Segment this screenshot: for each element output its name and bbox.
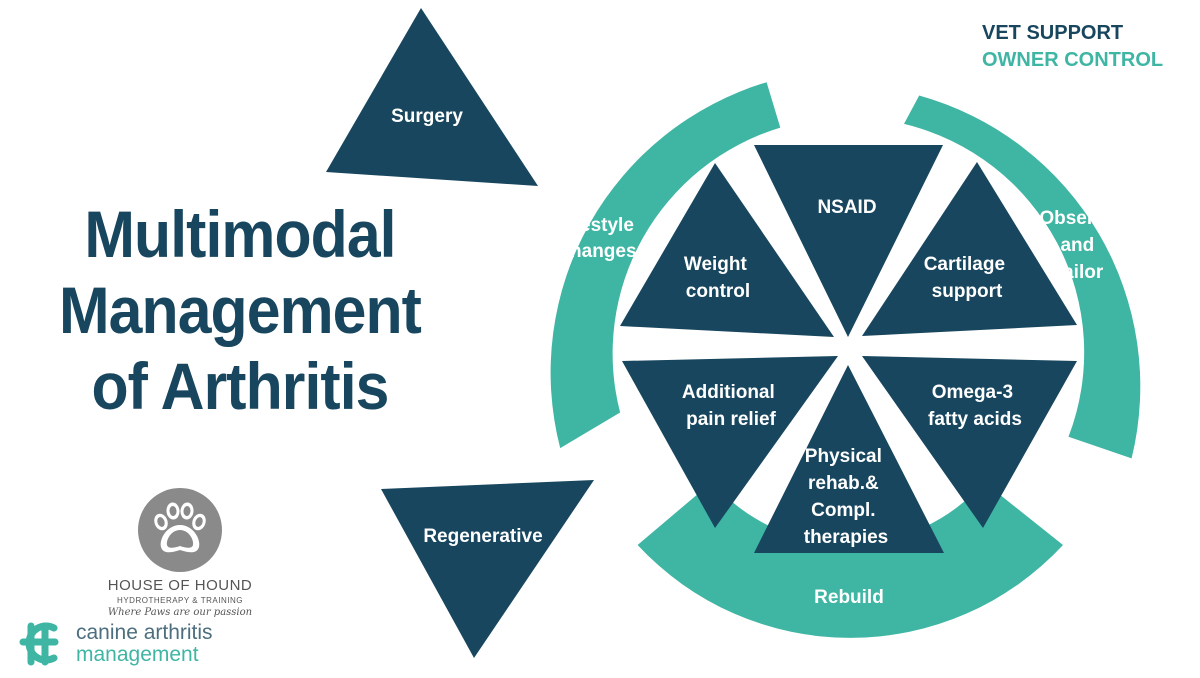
- label-pain-relief: Additional pain relief: [682, 382, 780, 430]
- label-nsaid: NSAID: [817, 197, 876, 218]
- canine-arthritis-management-logo: canine arthritis management: [14, 620, 274, 670]
- page-title: Multimodal Management of Arthritis: [47, 196, 433, 424]
- label-omega-3: Omega-3 fatty acids: [928, 382, 1022, 430]
- label-observe-and-tailor: Observe and tailor: [1039, 208, 1120, 283]
- segment-lifestyle-changes: [550, 82, 781, 449]
- paw-print-icon: [138, 488, 222, 572]
- label-weight-control: Weight control: [684, 254, 752, 302]
- legend-owner-control: OWNER CONTROL: [982, 49, 1164, 71]
- cam-monogram-icon: [19, 622, 59, 666]
- triangle-surgery: [326, 8, 538, 186]
- triangle-nsaid: [754, 145, 943, 337]
- house-of-hound-name: HOUSE OF HOUND: [107, 577, 253, 594]
- label-regenerative: Regenerative: [423, 526, 542, 547]
- triangle-regenerative: [381, 480, 594, 658]
- house-of-hound-subtitle: HYDROTHERAPY & TRAINING: [117, 596, 243, 605]
- house-of-hound-tagline: Where Paws are our passion: [107, 607, 253, 618]
- triangle-cartilage-support: [862, 162, 1077, 336]
- cam-line-2: management: [76, 643, 199, 666]
- label-rebuild: Rebuild: [814, 587, 884, 608]
- label-surgery: Surgery: [391, 106, 463, 127]
- segment-observe-and-tailor: [904, 95, 1141, 459]
- legend: VET SUPPORT OWNER CONTROL: [982, 20, 1163, 74]
- title-line-3: of Arthritis: [91, 349, 389, 423]
- title-line-2: Management: [59, 273, 422, 347]
- cam-text: canine arthritis management: [76, 622, 213, 666]
- title-line-1: Multimodal: [84, 197, 396, 271]
- triangle-physical-rehab: [754, 365, 944, 553]
- house-of-hound-logo: HOUSE OF HOUND HYDROTHERAPY & TRAINING W…: [100, 487, 260, 618]
- segment-rebuild: [637, 482, 1063, 638]
- legend-vet-support: VET SUPPORT: [982, 22, 1124, 44]
- label-lifestyle-changes: Lifestyle changes: [557, 215, 639, 262]
- cam-line-1: canine arthritis: [76, 621, 213, 644]
- label-physical-rehab: Physical rehab.& Compl. therapies: [804, 446, 888, 548]
- triangle-omega-3: [862, 356, 1077, 528]
- triangle-pain-relief: [622, 356, 838, 528]
- label-cartilage-support: Cartilage support: [924, 254, 1011, 302]
- triangle-weight-control: [620, 163, 834, 337]
